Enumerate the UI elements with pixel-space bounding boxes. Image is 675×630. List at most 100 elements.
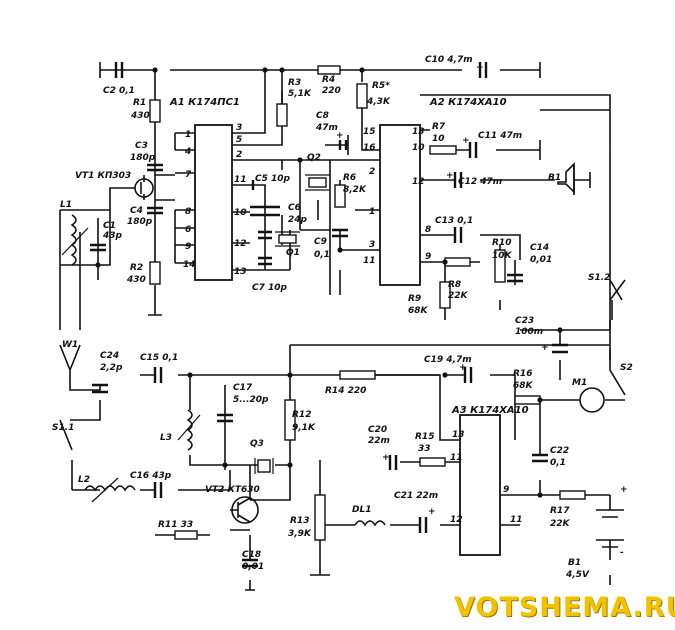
label-m1: M1 xyxy=(572,378,587,388)
label-r9: R9 xyxy=(408,294,421,304)
label-r1-value: 430 xyxy=(130,111,150,121)
resistor-r3 xyxy=(276,103,288,127)
site-watermark: VOTSHEMA.RU xyxy=(454,592,675,623)
label-a3: A3 К174ХА10 xyxy=(451,405,529,416)
polarity-battery-plus: + xyxy=(620,485,628,495)
pin-a2-8: 8 xyxy=(425,225,431,235)
ic-pin-numbers: 1 4 7 8 6 9 14 3 5 2 11 10 12 13 15 16 2… xyxy=(183,123,523,525)
pin-a1-12: 12 xyxy=(234,239,247,249)
label-c20: C20 xyxy=(368,425,387,435)
resistor-r17 xyxy=(559,490,586,500)
label-c7: C7 10p xyxy=(252,283,288,293)
pin-a2-16: 16 xyxy=(363,143,376,153)
label-a1: A1 К174ПС1 xyxy=(169,97,240,108)
wires xyxy=(59,62,626,591)
label-c3: C3 xyxy=(135,141,148,151)
pin-a2-10: 10 xyxy=(412,143,425,153)
label-r4: R4 xyxy=(322,75,335,85)
label-r4-value: 220 xyxy=(322,86,341,96)
label-c17: C17 xyxy=(233,383,253,393)
resistor-r14 xyxy=(339,370,376,380)
label-c9-value: 0,1 xyxy=(314,250,330,260)
pin-a3-11: 11 xyxy=(450,453,463,463)
label-r13: R13 xyxy=(290,516,309,526)
label-r14: R14 220 xyxy=(325,386,366,396)
label-b1-speaker: B1 xyxy=(548,173,561,183)
label-c6: C6 xyxy=(288,203,301,213)
ic-a3 xyxy=(459,414,501,556)
polarity-marks: + + + + + + + + + - xyxy=(336,63,628,558)
capacitors xyxy=(90,62,568,568)
polarity-c20: + xyxy=(382,453,390,463)
switch-s1-2 xyxy=(609,279,623,320)
label-c10: C10 4,7m xyxy=(425,55,473,65)
pin-a1-9: 9 xyxy=(185,242,191,252)
label-s2: S2 xyxy=(620,363,633,373)
pin-a2-2: 2 xyxy=(369,167,375,177)
label-c20-value: 22m xyxy=(368,436,390,446)
polarity-c10: + xyxy=(476,63,484,73)
label-r13-value: 3,9K xyxy=(288,529,312,539)
label-w1: W1 xyxy=(62,340,78,350)
label-c15: C15 0,1 xyxy=(140,353,178,363)
label-q3: Q3 xyxy=(250,439,264,449)
label-c18-value: 0,01 xyxy=(242,562,264,572)
label-s1-1: S1.1 xyxy=(52,423,74,433)
label-r6: R6 xyxy=(343,173,356,183)
label-c5: C5 10p xyxy=(255,174,291,184)
motor-m1 xyxy=(579,387,605,413)
polarity-c19: + xyxy=(459,363,467,373)
label-c23: C23 xyxy=(515,316,534,326)
label-r8: R8 xyxy=(448,280,461,290)
label-c12: C12 47m xyxy=(458,177,502,187)
label-c16: C16 43p xyxy=(130,471,172,481)
label-c17-value: 5...20p xyxy=(233,395,269,405)
label-r2: R2 xyxy=(130,263,143,273)
polarity-c11: + xyxy=(462,136,470,146)
battery-b1 xyxy=(596,509,624,548)
pin-a1-4: 4 xyxy=(184,147,191,157)
label-r7-value: 10 xyxy=(432,134,445,144)
label-r5: R5* xyxy=(372,81,390,91)
label-c8-value: 47m xyxy=(315,123,338,133)
crystals xyxy=(254,174,330,474)
label-c14-value: 0,01 xyxy=(530,255,552,265)
label-l3: L3 xyxy=(160,433,172,443)
resistor-r9 xyxy=(439,281,451,309)
label-r2-value: 430 xyxy=(126,275,146,285)
label-c23-value: 100m xyxy=(515,327,543,337)
label-c24: C24 xyxy=(100,351,119,361)
junctions xyxy=(95,67,563,498)
label-c18: C18 xyxy=(242,550,261,560)
label-c4: C4 xyxy=(130,206,143,216)
label-r10: R10 xyxy=(492,238,511,248)
pin-a1-5: 5 xyxy=(236,135,242,145)
pin-a1-6: 6 xyxy=(185,225,191,235)
label-r17-value: 22K xyxy=(550,519,571,529)
pin-a1-3: 3 xyxy=(236,123,242,133)
label-c21: C21 22m xyxy=(394,491,438,501)
ic-a2 xyxy=(379,124,421,286)
label-r3-value: 5,1K xyxy=(288,89,312,99)
pin-a2-1: 1 xyxy=(369,207,375,217)
pin-a1-10: 10 xyxy=(234,208,247,218)
label-r12: R12 xyxy=(292,410,311,420)
label-r15: R15 xyxy=(415,432,434,442)
polarity-c21: + xyxy=(428,507,436,517)
label-r7: R7 xyxy=(432,122,446,132)
polarity-battery-minus: - xyxy=(620,548,624,558)
label-r6-value: 8,2K xyxy=(343,185,367,195)
pin-a2-9: 9 xyxy=(425,252,431,262)
label-c6-value: 24p xyxy=(288,215,308,225)
label-r1: R1 xyxy=(133,98,146,108)
label-b1-battery: B1 xyxy=(568,558,581,568)
polarity-c12: + xyxy=(446,171,454,181)
resistor-r1 xyxy=(149,99,161,123)
label-r11: R11 33 xyxy=(158,520,193,530)
pin-a3-12: 12 xyxy=(450,515,463,525)
label-r12-value: 9,1K xyxy=(292,423,316,433)
pin-a3-13: 13 xyxy=(452,430,465,440)
pin-a1-11: 11 xyxy=(234,175,247,185)
